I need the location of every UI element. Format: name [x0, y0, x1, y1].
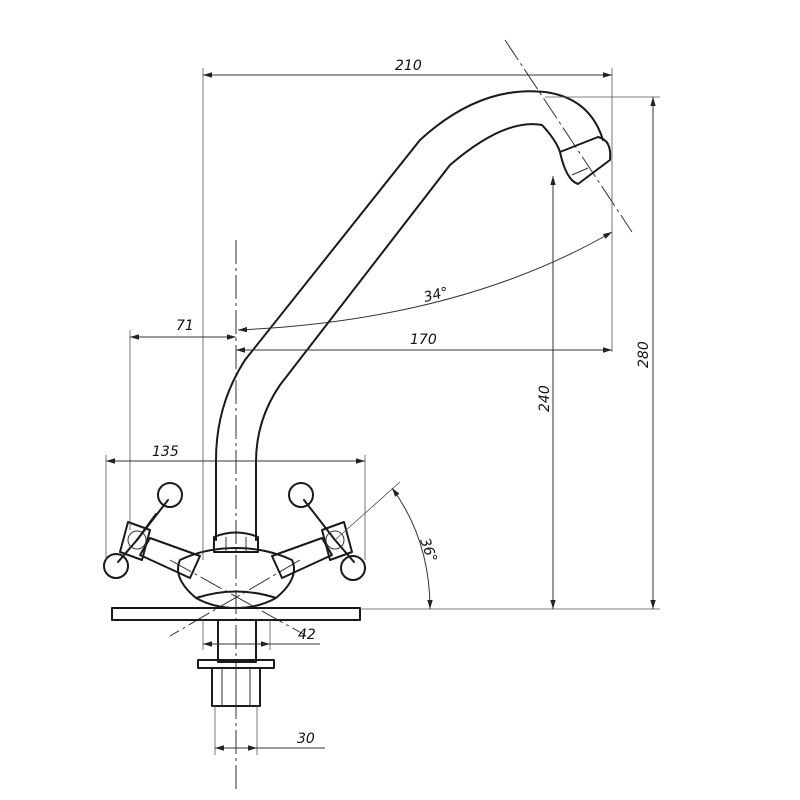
spout-outer-edge	[215, 90, 604, 541]
center-lines	[169, 39, 633, 790]
dimension-handle-angle: 36°	[334, 481, 440, 610]
dim-label-170: 170	[410, 332, 437, 348]
dimension-base-diameter: 42	[202, 620, 320, 650]
dimension-spout-angle: 34°	[237, 231, 613, 333]
spout-tip-centerline	[504, 39, 633, 233]
dim-label-36deg: 36°	[416, 536, 440, 565]
dim-label-34deg: 34°	[422, 284, 450, 306]
base-centerline-b	[169, 559, 301, 637]
spout-inner-edge	[255, 123, 561, 541]
dimension-spout-height: 240	[537, 176, 556, 609]
dim-label-135: 135	[152, 444, 179, 460]
dimension-left-offset: 71	[129, 318, 236, 530]
left-handle-knob-top	[157, 482, 183, 508]
base-centerline-a	[169, 559, 306, 636]
center-nut	[213, 531, 259, 553]
dim-label-210: 210	[395, 58, 422, 74]
shank	[217, 619, 257, 663]
left-cross-handle	[103, 482, 183, 579]
left-valve-arm	[139, 537, 201, 579]
dim-label-240: 240	[537, 385, 553, 412]
dim-label-280: 280	[636, 341, 652, 368]
dimension-thread-diameter: 30	[214, 706, 325, 755]
dimension-spout-reach: 170	[236, 332, 612, 353]
right-valve-arm	[271, 537, 333, 579]
dim-label-42: 42	[298, 627, 316, 643]
dimension-handle-span: 135	[105, 444, 366, 560]
dimension-overall-height: 280	[360, 96, 660, 610]
left-handle-knob-bottom	[103, 553, 129, 579]
dimension-overall-width: 210	[202, 58, 613, 560]
aerator-tip	[559, 136, 612, 185]
mounting-hardware	[111, 607, 361, 707]
right-handle-knob-bottom	[340, 555, 366, 581]
dim-label-30: 30	[297, 731, 315, 747]
right-cross-handle	[288, 482, 366, 581]
dim-label-71: 71	[176, 318, 194, 334]
right-handle-knob-top	[288, 482, 314, 508]
faucet-outline	[119, 90, 612, 609]
